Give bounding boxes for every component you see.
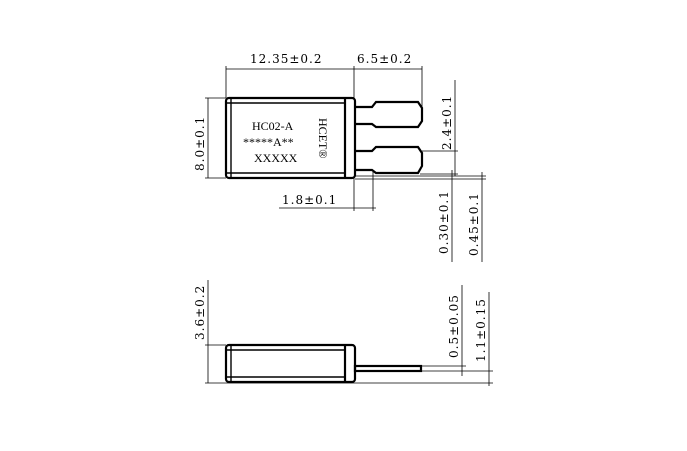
dim-terminal-pitch: 2.4±0.1 bbox=[440, 95, 454, 150]
dim-terminal-thickness: 0.5±0.05 bbox=[447, 294, 461, 358]
dim-terminal-offset: 1.1±0.15 bbox=[474, 298, 488, 362]
dim-terminal-neck: 1.8±0.1 bbox=[282, 193, 337, 207]
side-terminal bbox=[353, 364, 423, 373]
dim-thickness: 3.6±0.2 bbox=[193, 285, 207, 340]
side-view bbox=[205, 280, 493, 386]
dim-045: 0.45±0.1 bbox=[467, 192, 481, 256]
marking-line2: *****A** bbox=[243, 135, 294, 149]
dim-030: 0.30±0.1 bbox=[437, 190, 451, 254]
dim-terminal-length: 6.5±0.2 bbox=[357, 52, 412, 66]
body-outline bbox=[224, 96, 357, 180]
top-view bbox=[205, 66, 486, 262]
dim-body-height: 8.0±0.1 bbox=[193, 116, 207, 171]
dim-body-length: 12.35±0.2 bbox=[250, 52, 323, 66]
marking-line1: HC02-A bbox=[252, 119, 294, 133]
brand-marking: HCET® bbox=[316, 118, 330, 158]
marking-line3: XXXXX bbox=[254, 151, 298, 165]
side-body-outline bbox=[224, 343, 357, 384]
terminal-upper bbox=[355, 100, 424, 129]
terminal-lower bbox=[355, 145, 424, 175]
